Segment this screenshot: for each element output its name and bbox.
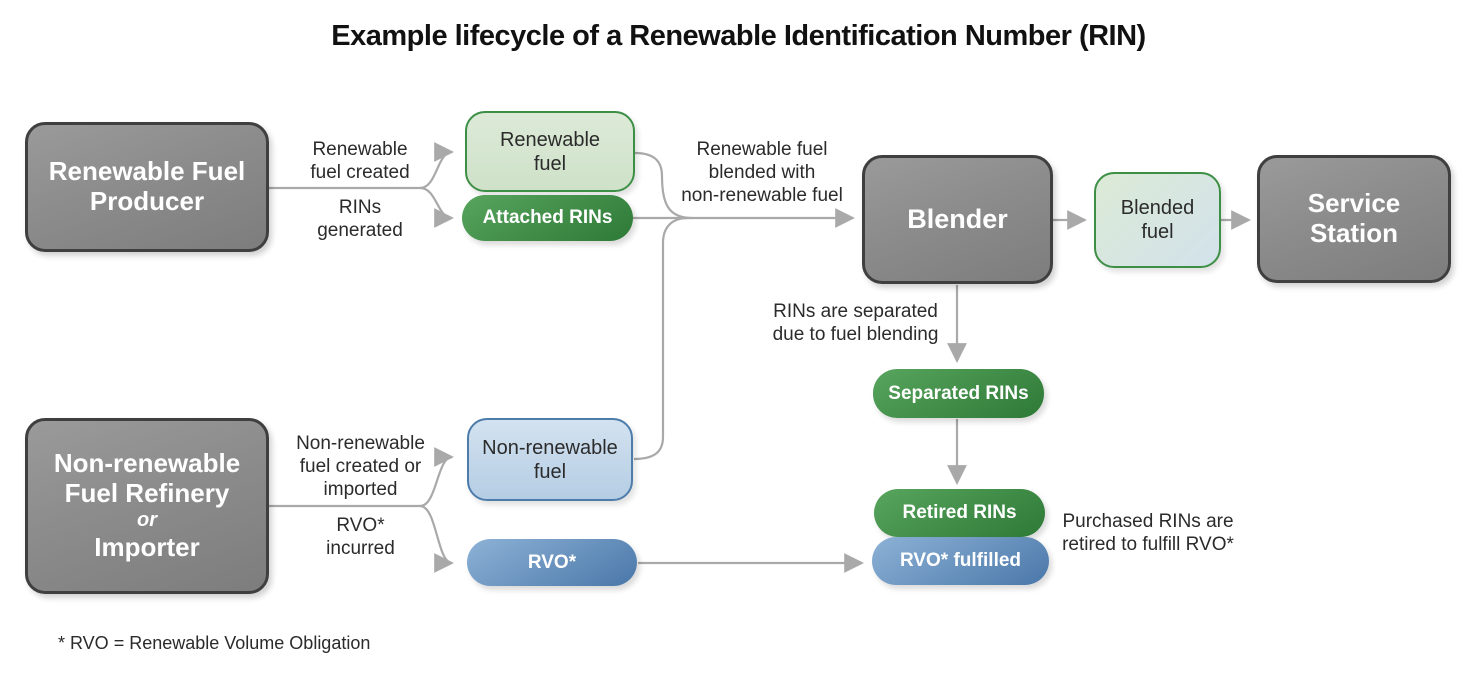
- refinery-label-or: or: [137, 509, 157, 532]
- node-attached-rins: Attached RINs: [462, 195, 633, 241]
- node-non-renewable-fuel-refinery-or-importer: Non-renewable Fuel Refinery or Importer: [25, 418, 269, 594]
- connector-refinery-to-non-renewable-fuel: [419, 447, 454, 508]
- connector-non-renewable-fuel-merge: [633, 216, 689, 461]
- refinery-label-bottom: Importer: [94, 532, 200, 563]
- connector-refinery-to-rvo: [419, 504, 454, 573]
- connector-renewable-fuel-merge: [634, 151, 693, 220]
- edge-label-blended-with: Renewable fuel blended with non-renewabl…: [681, 139, 843, 206]
- node-blended-fuel: Blended fuel: [1094, 172, 1221, 268]
- node-rvo-fulfilled: RVO* fulfilled: [872, 537, 1049, 585]
- node-non-renewable-fuel: Non-renewable fuel: [467, 418, 633, 501]
- footnote-rvo-definition: * RVO = Renewable Volume Obligation: [58, 633, 371, 653]
- node-separated-rins: Separated RINs: [873, 369, 1044, 418]
- node-renewable-fuel-producer: Renewable Fuel Producer: [25, 122, 269, 252]
- edge-label-rvo-incurred: RVO* incurred: [326, 515, 395, 559]
- edge-label-rins-separated: RINs are separated due to fuel blending: [772, 301, 939, 345]
- node-retired-rins: Retired RINs: [874, 489, 1045, 537]
- connector-producer-to-renewable-fuel: [419, 142, 454, 190]
- edge-label-non-renewable-created: Non-renewable fuel created or imported: [296, 433, 425, 500]
- node-blender: Blender: [862, 155, 1053, 284]
- node-renewable-fuel: Renewable fuel: [465, 111, 635, 192]
- node-rvo: RVO*: [467, 539, 637, 586]
- edge-label-purchased-rins: Purchased RINs are retired to fulfill RV…: [1062, 511, 1234, 555]
- node-service-station: Service Station: [1257, 155, 1451, 283]
- page-title: Example lifecycle of a Renewable Identif…: [331, 20, 1146, 52]
- connector-producer-to-attached-rins: [419, 186, 454, 228]
- edge-label-rins-generated: RINs generated: [317, 197, 403, 241]
- edge-label-renewable-fuel-created: Renewable fuel created: [310, 139, 410, 183]
- refinery-label-top: Non-renewable Fuel Refinery: [53, 447, 241, 508]
